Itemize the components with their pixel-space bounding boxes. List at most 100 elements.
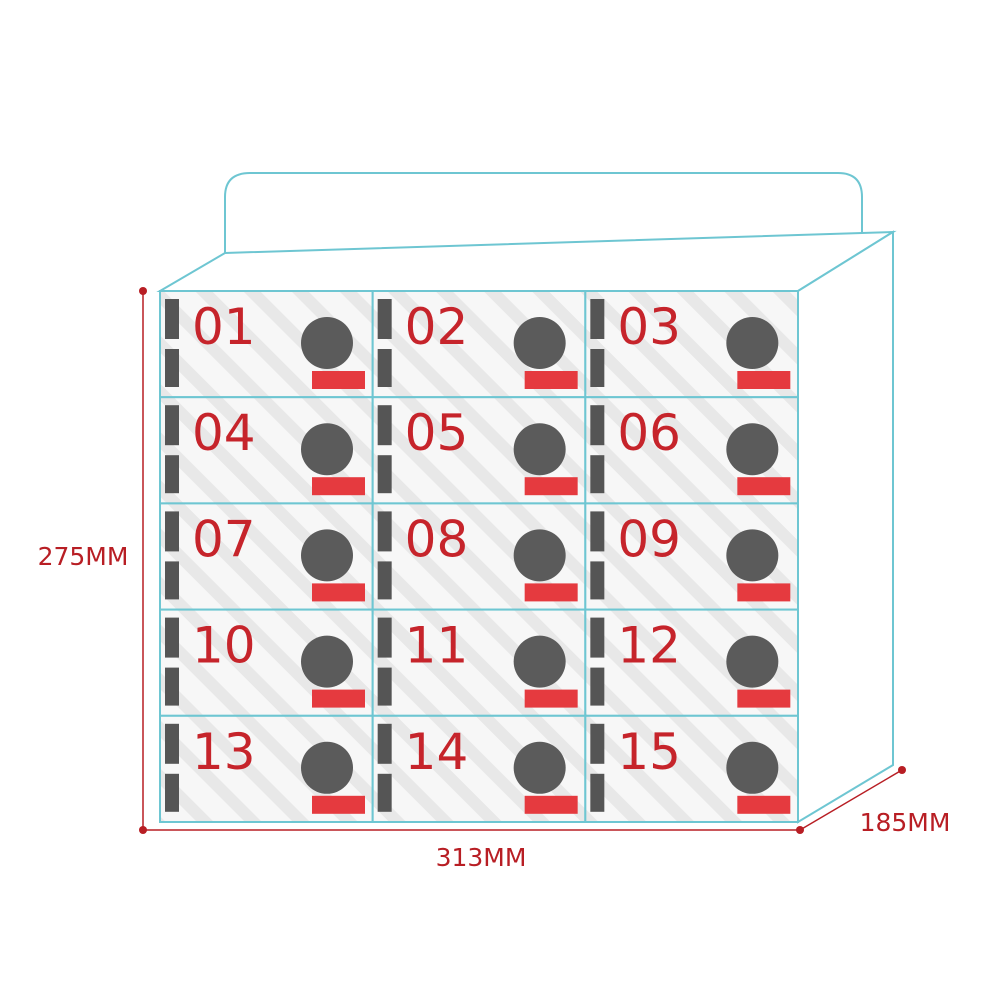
hinge-bar: [590, 773, 605, 812]
compartment-09[interactable]: 09: [584, 502, 799, 611]
compartment-number: 12: [617, 617, 681, 675]
compartment-number: 07: [192, 510, 256, 568]
hinge-bar: [377, 723, 392, 764]
compartment-11[interactable]: 11: [371, 608, 587, 717]
compartment-number: 11: [405, 617, 469, 675]
hinge-bar: [590, 561, 605, 600]
lock-knob-icon[interactable]: [301, 317, 353, 369]
compartment-03[interactable]: 03: [584, 290, 799, 399]
label-tab: [524, 583, 578, 602]
label-tab: [524, 689, 578, 708]
hinge-bar: [590, 667, 605, 706]
label-tab: [737, 477, 791, 496]
compartment-05[interactable]: 05: [371, 396, 587, 505]
hinge-bar: [377, 667, 392, 706]
hinge-bar: [377, 349, 392, 387]
compartment-13[interactable]: 13: [159, 714, 374, 823]
compartment-15[interactable]: 15: [584, 714, 799, 823]
lock-knob-icon[interactable]: [301, 423, 353, 476]
hinge-bar: [165, 455, 179, 494]
hinge-bar: [590, 349, 605, 387]
lock-knob-icon[interactable]: [513, 317, 566, 369]
compartment-number: 04: [192, 404, 256, 462]
compartment-number: 09: [617, 510, 681, 568]
label-tab: [312, 689, 365, 708]
label-tab: [312, 583, 365, 602]
compartment-06[interactable]: 06: [584, 396, 799, 505]
width-label: 313MM: [436, 843, 527, 872]
hinge-bar: [165, 617, 179, 658]
compartment-10[interactable]: 10: [159, 608, 374, 717]
hinge-bar: [165, 349, 179, 387]
lock-knob-icon[interactable]: [301, 635, 353, 688]
label-tab: [524, 795, 578, 814]
compartment-grid: 01 02 03 04 05 06 07 08 09 10 11 12 13 14 15: [159, 290, 799, 823]
compartment-number: 08: [405, 510, 469, 568]
lock-knob-icon[interactable]: [301, 529, 353, 582]
compartment-number: 15: [617, 723, 681, 781]
lock-knob-icon[interactable]: [726, 423, 779, 476]
hinge-bar: [165, 561, 179, 600]
lock-knob-icon[interactable]: [726, 317, 779, 369]
label-tab: [312, 371, 365, 389]
lock-knob-icon[interactable]: [513, 529, 566, 582]
lock-knob-icon[interactable]: [726, 741, 779, 794]
lock-knob-icon[interactable]: [726, 529, 779, 582]
depth-label: 185MM: [860, 808, 951, 837]
label-tab: [312, 477, 365, 496]
depth-dimension-endpoint: [898, 766, 906, 774]
hinge-bar: [590, 511, 605, 552]
compartment-01[interactable]: 01: [159, 290, 374, 399]
label-tab: [312, 795, 365, 814]
label-tab: [737, 795, 791, 814]
compartment-08[interactable]: 08: [371, 502, 587, 611]
hinge-bar: [165, 667, 179, 706]
depth-dimension-line: [799, 769, 903, 831]
lock-knob-icon[interactable]: [513, 423, 566, 476]
hinge-bar: [377, 455, 392, 494]
compartment-04[interactable]: 04: [159, 396, 374, 505]
compartment-number: 01: [192, 298, 256, 356]
compartment-02[interactable]: 02: [371, 290, 587, 399]
side-face: [797, 230, 894, 824]
hinge-bar: [377, 617, 392, 658]
label-tab: [737, 583, 791, 602]
lock-knob-icon[interactable]: [513, 741, 566, 794]
hinge-bar: [165, 299, 179, 339]
height-label: 275MM: [38, 542, 129, 571]
hinge-bar: [165, 723, 179, 764]
compartment-number: 13: [192, 723, 256, 781]
compartment-number: 10: [192, 617, 256, 675]
compartment-14[interactable]: 14: [371, 714, 587, 823]
label-tab: [737, 371, 791, 389]
compartment-07[interactable]: 07: [159, 502, 374, 611]
compartment-number: 03: [617, 298, 681, 356]
top-handle: [224, 172, 863, 253]
compartment-number: 02: [405, 298, 469, 356]
hinge-bar: [377, 405, 392, 446]
height-dimension-endpoint: [139, 287, 147, 295]
lock-knob-icon[interactable]: [513, 635, 566, 688]
hinge-bar: [590, 455, 605, 494]
hinge-bar: [377, 561, 392, 600]
hinge-bar: [590, 405, 605, 446]
lock-knob-icon[interactable]: [301, 741, 353, 794]
label-tab: [737, 689, 791, 708]
cabinet-outline: [156, 172, 897, 824]
hinge-bar: [165, 511, 179, 552]
lock-knob-icon[interactable]: [726, 635, 779, 688]
hinge-bar: [590, 723, 605, 764]
hinge-bar: [377, 299, 392, 339]
label-tab: [524, 477, 578, 496]
hinge-bar: [590, 617, 605, 658]
hinge-bar: [590, 299, 605, 339]
dimension-annotations: 275MM 313MM 185MM: [38, 287, 951, 872]
hinge-bar: [165, 405, 179, 446]
compartment-number: 14: [405, 723, 469, 781]
compartment-number: 06: [617, 404, 681, 462]
hinge-bar: [377, 511, 392, 552]
label-tab: [524, 371, 578, 389]
compartment-12[interactable]: 12: [584, 608, 799, 717]
hinge-bar: [165, 773, 179, 812]
